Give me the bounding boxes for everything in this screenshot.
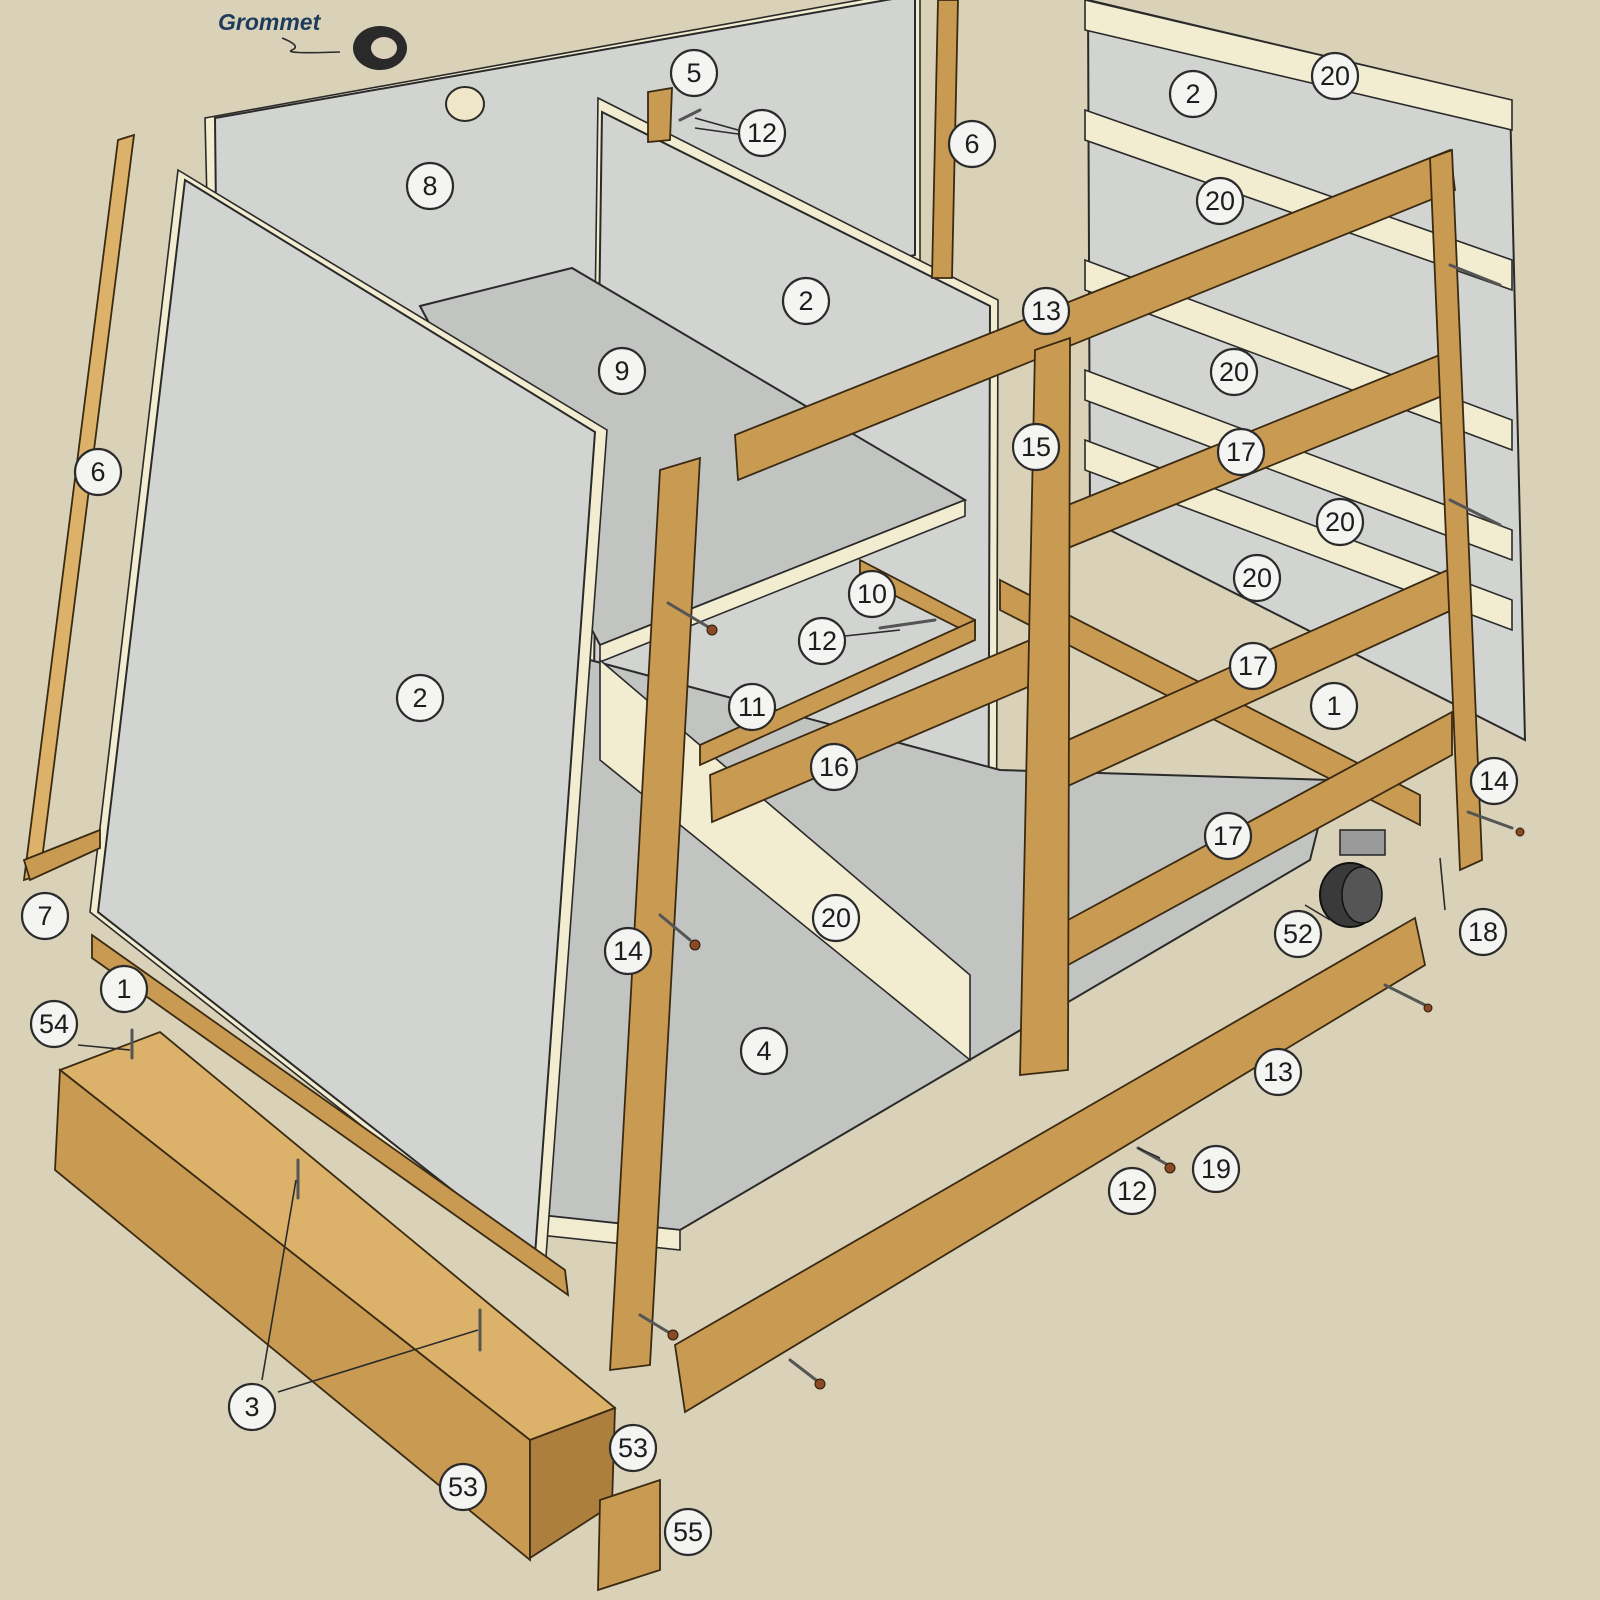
svg-text:12: 12 xyxy=(1117,1176,1147,1206)
callout-15: 15 xyxy=(1011,422,1061,472)
callout-10: 10 xyxy=(847,569,897,619)
callout-3: 3 xyxy=(227,1382,277,1432)
grommet-leader xyxy=(281,37,341,54)
callout-14: 14 xyxy=(1469,756,1519,806)
callout-12: 12 xyxy=(797,616,847,666)
svg-text:6: 6 xyxy=(90,457,105,487)
callout-6: 6 xyxy=(73,447,123,497)
grommet-label: Grommet xyxy=(218,9,322,35)
callout-5: 5 xyxy=(669,48,719,98)
svg-text:12: 12 xyxy=(807,626,837,656)
svg-text:18: 18 xyxy=(1468,917,1498,947)
svg-text:17: 17 xyxy=(1238,651,1268,681)
svg-text:3: 3 xyxy=(244,1392,259,1422)
callout-20: 20 xyxy=(1195,176,1245,226)
callout-54: 54 xyxy=(29,999,79,1049)
svg-text:14: 14 xyxy=(1479,766,1509,796)
callout-16: 16 xyxy=(809,742,859,792)
svg-text:1: 1 xyxy=(116,974,131,1004)
svg-text:2: 2 xyxy=(1185,79,1200,109)
toe-kick-assembly xyxy=(54,933,661,1592)
callout-9: 9 xyxy=(597,346,647,396)
bottom-front-rail xyxy=(674,916,1427,1414)
svg-text:12: 12 xyxy=(747,118,777,148)
callout-53: 53 xyxy=(438,1462,488,1512)
callout-2: 2 xyxy=(781,276,831,326)
callout-20: 20 xyxy=(1209,347,1259,397)
svg-text:54: 54 xyxy=(39,1009,69,1039)
callout-17: 17 xyxy=(1203,811,1253,861)
callout-20: 20 xyxy=(1315,497,1365,547)
callout-11: 11 xyxy=(727,682,777,732)
callout-12: 12 xyxy=(1107,1166,1157,1216)
callout-1: 1 xyxy=(1309,681,1359,731)
callout-20: 20 xyxy=(811,893,861,943)
callout-19: 19 xyxy=(1191,1144,1241,1194)
svg-text:6: 6 xyxy=(964,129,979,159)
callout-18: 18 xyxy=(1458,907,1508,957)
callout-2: 2 xyxy=(395,673,445,723)
callout-6: 6 xyxy=(947,119,997,169)
svg-text:53: 53 xyxy=(448,1472,478,1502)
callout-20: 20 xyxy=(1310,51,1360,101)
svg-text:1: 1 xyxy=(1326,691,1341,721)
svg-text:20: 20 xyxy=(1242,563,1272,593)
callout-4: 4 xyxy=(739,1026,789,1076)
svg-text:53: 53 xyxy=(618,1433,648,1463)
left-back-stile xyxy=(22,133,136,882)
svg-text:7: 7 xyxy=(37,901,52,931)
svg-text:20: 20 xyxy=(821,903,851,933)
back-right-stile xyxy=(931,0,959,279)
svg-text:20: 20 xyxy=(1325,507,1355,537)
svg-text:11: 11 xyxy=(738,692,766,722)
svg-text:13: 13 xyxy=(1263,1057,1293,1087)
small-post xyxy=(647,86,673,143)
callout-13: 13 xyxy=(1021,286,1071,336)
callout-2: 2 xyxy=(1168,69,1218,119)
callout-8: 8 xyxy=(405,161,455,211)
callout-55: 55 xyxy=(663,1507,713,1557)
callout-14: 14 xyxy=(603,926,653,976)
svg-text:20: 20 xyxy=(1205,186,1235,216)
lower-slat xyxy=(599,658,971,1062)
callout-17: 17 xyxy=(1228,641,1278,691)
svg-text:13: 13 xyxy=(1031,296,1061,326)
svg-text:10: 10 xyxy=(857,579,887,609)
svg-text:16: 16 xyxy=(819,752,849,782)
callout-17: 17 xyxy=(1216,427,1266,477)
callout-7: 7 xyxy=(20,891,70,941)
svg-text:9: 9 xyxy=(614,356,629,386)
svg-text:55: 55 xyxy=(673,1517,703,1547)
left-side-panel xyxy=(89,168,608,1272)
svg-text:17: 17 xyxy=(1213,821,1243,851)
callout-53: 53 xyxy=(608,1423,658,1473)
svg-text:14: 14 xyxy=(613,936,643,966)
leader-lines xyxy=(77,117,1446,1393)
callout-13: 13 xyxy=(1253,1047,1303,1097)
callout-52: 52 xyxy=(1273,909,1323,959)
callout-12: 12 xyxy=(737,108,787,158)
svg-text:17: 17 xyxy=(1226,437,1256,467)
callout-20: 20 xyxy=(1232,553,1282,603)
svg-text:8: 8 xyxy=(422,171,437,201)
svg-text:2: 2 xyxy=(412,683,427,713)
screws xyxy=(130,108,1525,1390)
svg-text:20: 20 xyxy=(1320,61,1350,91)
grommet-hole xyxy=(445,86,485,122)
caster xyxy=(1319,829,1386,928)
svg-text:20: 20 xyxy=(1219,357,1249,387)
grommet xyxy=(353,26,407,70)
callout-1: 1 xyxy=(99,964,149,1014)
svg-text:19: 19 xyxy=(1201,1154,1231,1184)
svg-text:52: 52 xyxy=(1283,919,1313,949)
svg-text:15: 15 xyxy=(1021,432,1051,462)
svg-text:5: 5 xyxy=(686,58,701,88)
svg-text:2: 2 xyxy=(798,286,813,316)
svg-text:4: 4 xyxy=(756,1036,771,1066)
